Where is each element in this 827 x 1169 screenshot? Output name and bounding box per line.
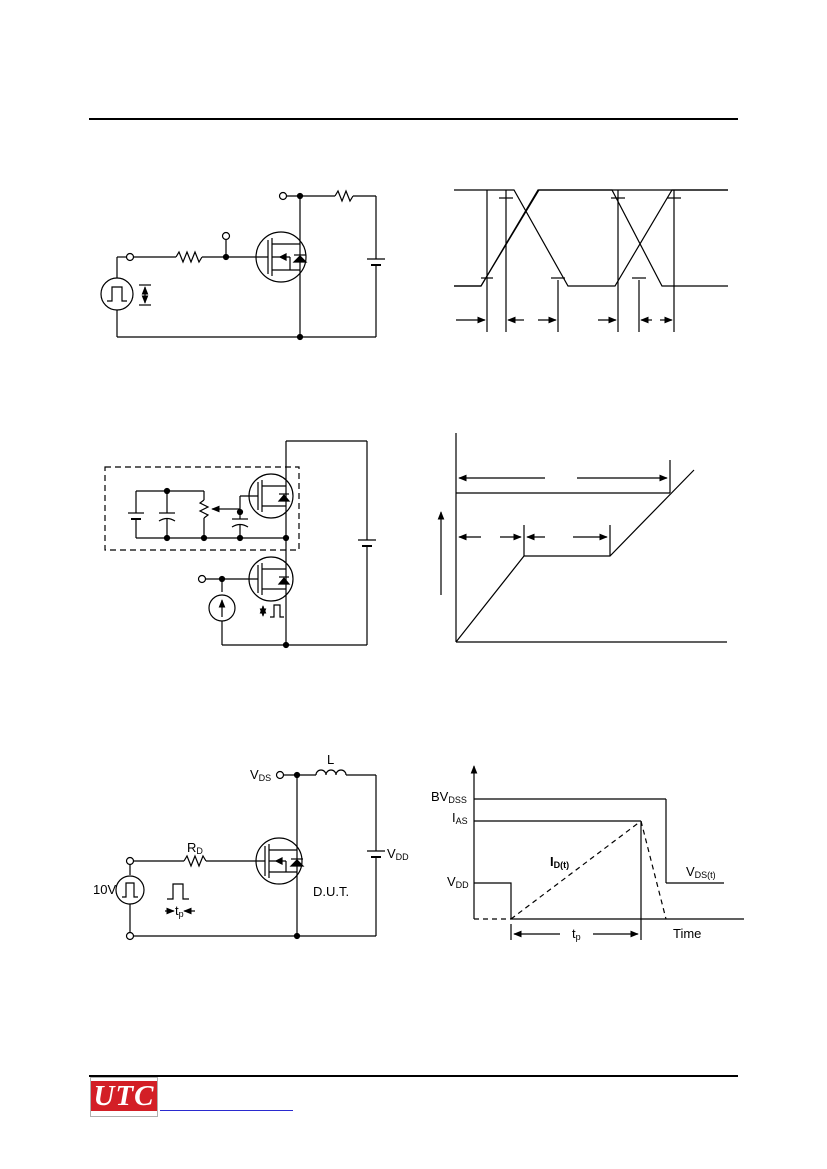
- vds-waveform-falling: [454, 189, 728, 287]
- avalanche-waveform: [470, 765, 744, 940]
- vds-waveform-label: VDS(t): [686, 864, 716, 880]
- vds-label: VDS: [250, 767, 271, 783]
- vdd-pulse: [474, 882, 512, 919]
- load-resistor: [334, 189, 354, 203]
- vgs-curve: [455, 469, 695, 643]
- rd-label: RD: [187, 840, 203, 856]
- inductor-coil: [315, 769, 347, 776]
- utc-logo-text: UTC: [91, 1081, 157, 1111]
- rd-resistor: [183, 854, 207, 868]
- id-ramp: [510, 820, 642, 920]
- utc-logo: UTC: [90, 1077, 158, 1117]
- gate-resistor: [175, 250, 203, 264]
- footer-website-link[interactable]: [160, 1096, 293, 1111]
- inductor-label: L: [327, 752, 334, 767]
- vds-terminal: [275, 770, 285, 780]
- pulse-source: [100, 277, 134, 311]
- bvdss-label: BVDSS: [431, 789, 467, 805]
- drain-terminal: [278, 191, 288, 201]
- gate-terminal: [221, 231, 231, 241]
- vdd-waveform-label: VDD: [447, 874, 469, 890]
- tp-label: tp: [175, 903, 184, 919]
- tp-waveform-label: tp: [572, 926, 581, 942]
- 10v-pulse-source: [115, 875, 145, 905]
- id-label: ID(t): [550, 854, 569, 870]
- switching-waveforms: [454, 189, 728, 332]
- source-voltage-label: 10V: [93, 882, 116, 897]
- vdd-label: VDD: [387, 846, 409, 862]
- potentiometer: [198, 499, 210, 519]
- body-diode: [292, 255, 308, 263]
- uis-test-circuit: [115, 769, 385, 941]
- vgs-waveform: [454, 189, 728, 287]
- time-axis-label: Time: [673, 926, 701, 941]
- uis-circuit-labels: VDS L RD 10V tp VDD D.U.T.: [93, 752, 409, 919]
- gate-charge-circuit: [104, 440, 376, 649]
- gate-charge-waveform: [437, 433, 727, 643]
- switching-test-circuit: [100, 189, 385, 341]
- ias-label: IAS: [452, 810, 468, 826]
- dashed-enclosure: [104, 466, 300, 551]
- vgs-waveform-rising: [454, 189, 728, 287]
- avalanche-waveform-labels: BVDSS IAS ID(t) VDD VDS(t) tp Time: [431, 789, 716, 942]
- dut-label: D.U.T.: [313, 884, 349, 899]
